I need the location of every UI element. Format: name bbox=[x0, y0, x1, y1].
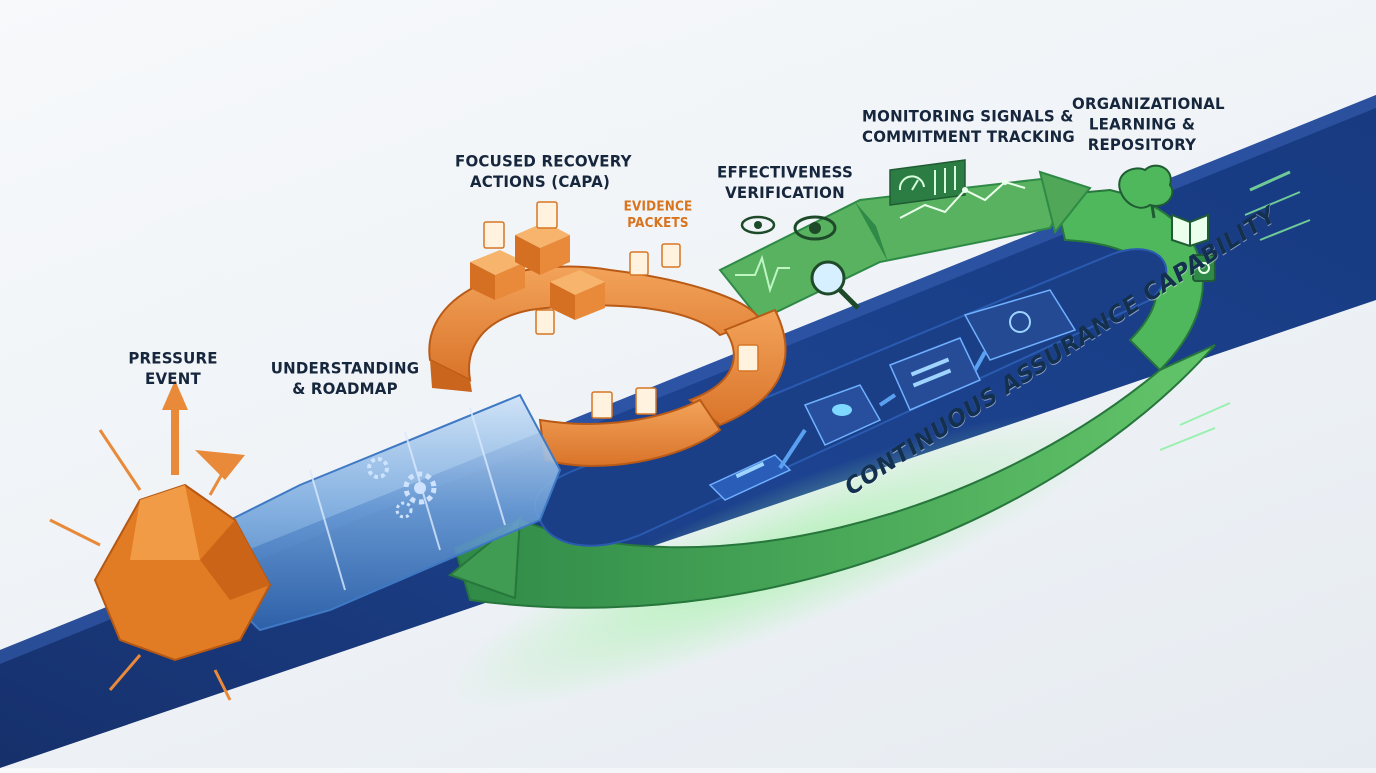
label-understanding-roadmap: UNDERSTANDING & ROADMAP bbox=[270, 358, 420, 399]
label-line: PACKETS bbox=[618, 215, 698, 231]
label-line: & ROADMAP bbox=[270, 379, 420, 400]
label-organizational-learning: ORGANIZATIONAL LEARNING & REPOSITORY bbox=[1072, 94, 1212, 156]
label-line: FOCUSED RECOVERY bbox=[455, 151, 625, 172]
label-effectiveness-verification: EFFECTIVENESS VERIFICATION bbox=[715, 162, 855, 203]
label-evidence-packets: EVIDENCE PACKETS bbox=[618, 199, 698, 231]
label-pressure-event: PRESSURE EVENT bbox=[118, 348, 228, 389]
label-line: REPOSITORY bbox=[1072, 135, 1212, 156]
label-line: PRESSURE bbox=[118, 348, 228, 369]
label-line: COMMITMENT TRACKING bbox=[862, 127, 1052, 148]
label-line: VERIFICATION bbox=[715, 183, 855, 204]
label-line: UNDERSTANDING bbox=[270, 358, 420, 379]
label-line: EVENT bbox=[118, 369, 228, 390]
label-capa: FOCUSED RECOVERY ACTIONS (CAPA) bbox=[455, 151, 625, 192]
label-monitoring-signals: MONITORING SIGNALS & COMMITMENT TRACKING bbox=[862, 106, 1052, 147]
label-line: ORGANIZATIONAL bbox=[1072, 94, 1212, 115]
label-line: LEARNING & bbox=[1072, 114, 1212, 135]
label-line: ACTIONS (CAPA) bbox=[455, 172, 625, 193]
label-line: EVIDENCE bbox=[618, 199, 698, 215]
label-line: EFFECTIVENESS bbox=[715, 162, 855, 183]
label-line: MONITORING SIGNALS & bbox=[862, 106, 1052, 127]
